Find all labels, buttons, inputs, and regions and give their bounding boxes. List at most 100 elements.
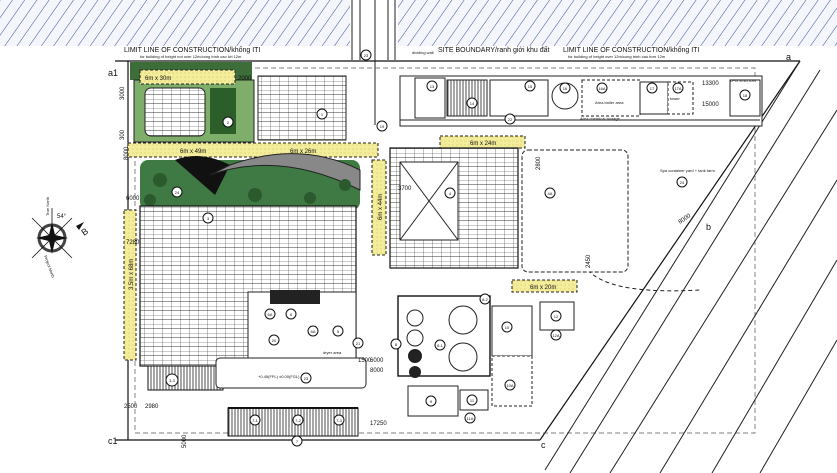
svg-text:3: 3 xyxy=(207,216,210,221)
site-boundary-label: SITE BOUNDARY/ranh giới khu đất xyxy=(438,45,550,54)
parking-strip-7 xyxy=(511,279,578,293)
svg-text:24: 24 xyxy=(175,190,180,195)
tag-16A: 16A xyxy=(596,82,608,94)
limit-note-right: for building of height over 12m/cong tri… xyxy=(568,54,666,59)
svg-text:6000: 6000 xyxy=(126,196,140,202)
limit-line-right: LIMIT LINE OF CONSTRUCTION/khống ITI xyxy=(563,45,699,54)
tag-23-top: 23 xyxy=(360,49,372,61)
svg-text:4A: 4A xyxy=(548,191,553,196)
tag-16: 16 xyxy=(559,82,571,94)
building-4A xyxy=(521,149,629,273)
tag-18: 18 xyxy=(739,89,751,101)
tag-8-2: 8-2 xyxy=(479,293,491,305)
dividing-wall-label: dividing wall xyxy=(412,50,434,55)
tag-8-1: 8-1 xyxy=(434,339,446,351)
tag-11A: 11A xyxy=(464,412,476,424)
tag-2: 2 xyxy=(222,116,234,128)
svg-text:17A: 17A xyxy=(674,86,681,91)
tag-24-yard: 24 xyxy=(676,176,688,188)
svg-text:10: 10 xyxy=(505,325,510,330)
tag-20: 20 xyxy=(268,334,280,346)
level-note: +0.45(FFL) ±0.00(FGL) xyxy=(258,374,300,379)
svg-text:8000: 8000 xyxy=(678,213,693,226)
building-1 xyxy=(257,75,347,141)
tag-4A: 4A xyxy=(544,187,556,199)
svg-text:10A: 10A xyxy=(506,383,513,388)
svg-text:7-2: 7-2 xyxy=(295,418,302,423)
parking-label-6: 3.5m x 68m xyxy=(129,259,135,290)
svg-text:2450: 2450 xyxy=(586,254,592,268)
svg-text:14: 14 xyxy=(470,101,475,106)
access-road-top xyxy=(351,0,396,125)
svg-text:2980: 2980 xyxy=(145,404,159,410)
svg-text:1500: 1500 xyxy=(358,358,372,364)
boiler-area-note: Area boiler area xyxy=(595,100,624,105)
tag-8: 8 xyxy=(390,338,402,350)
svg-text:12A: 12A xyxy=(552,333,559,338)
tag-19: 19 xyxy=(376,120,388,132)
svg-text:16: 16 xyxy=(563,86,568,91)
svg-text:11: 11 xyxy=(470,398,475,403)
parking-label-2: 6m x 49m xyxy=(180,149,206,155)
tag-6A: 6A xyxy=(264,308,276,320)
svg-text:8: 8 xyxy=(395,342,398,347)
building-15 xyxy=(489,79,549,117)
svg-text:6: 6 xyxy=(290,312,293,317)
svg-text:7280: 7280 xyxy=(126,240,140,246)
tank-8-1 xyxy=(448,305,478,335)
true-north: True North xyxy=(45,197,50,216)
external-road xyxy=(544,60,837,473)
svg-text:2000: 2000 xyxy=(238,76,252,82)
svg-text:13300: 13300 xyxy=(702,81,719,87)
parking-label-4: 6m x 24m xyxy=(470,141,496,147)
tag-9: 9 xyxy=(425,395,437,407)
tag-5A: 5A xyxy=(307,325,319,337)
tag-3-3: 3-3 xyxy=(165,373,179,387)
parking-label-5: 6m x 44m xyxy=(378,194,384,220)
project-north: Project North xyxy=(43,255,56,279)
grid-c1: c1 xyxy=(108,436,118,446)
tag-12A: 12A xyxy=(550,329,562,341)
svg-text:3-3: 3-3 xyxy=(169,378,176,383)
tag-23: 23 xyxy=(300,372,312,384)
svg-text:6000: 6000 xyxy=(370,358,384,364)
svg-text:9: 9 xyxy=(430,399,433,404)
tag-10A: 10A xyxy=(504,379,516,391)
svg-text:4: 4 xyxy=(449,191,452,196)
svg-text:12: 12 xyxy=(554,314,559,319)
tag-22: 22 xyxy=(504,113,516,125)
tag-3: 3 xyxy=(202,212,214,224)
parking-strip-5 xyxy=(371,159,387,256)
parking-label-7: 6m x 20m xyxy=(530,285,556,291)
tag-7-2: 7-2 xyxy=(292,414,304,426)
building-16A xyxy=(581,79,641,117)
grid-B: B xyxy=(79,226,90,238)
lpg-note: LPG STATION xyxy=(730,78,756,83)
tank-8-2 xyxy=(448,342,478,372)
svg-text:21: 21 xyxy=(356,341,361,346)
tag-5: 5 xyxy=(332,325,344,337)
tag-24: 24 xyxy=(171,186,183,198)
svg-text:8000: 8000 xyxy=(124,146,130,160)
svg-text:8000: 8000 xyxy=(370,368,384,374)
svg-text:7-3: 7-3 xyxy=(336,418,343,423)
tag-17A: 17A xyxy=(672,82,684,94)
parking-strip-2 xyxy=(127,142,379,158)
svg-text:23: 23 xyxy=(364,53,369,58)
svg-text:5000: 5000 xyxy=(182,434,188,448)
svg-text:300: 300 xyxy=(120,129,126,140)
tag-7: 7 xyxy=(291,435,303,447)
limit-line-left: LIMIT LINE OF CONSTRUCTION/khống ITI xyxy=(124,45,260,54)
tag-7-1: 7-1 xyxy=(249,414,261,426)
tag-11: 11 xyxy=(466,394,478,406)
tag-7-3: 7-3 xyxy=(333,414,345,426)
svg-text:16A: 16A xyxy=(598,86,605,91)
svg-text:15: 15 xyxy=(528,84,533,89)
svg-text:7-1: 7-1 xyxy=(252,418,259,423)
svg-text:5: 5 xyxy=(337,329,340,334)
svg-text:2800: 2800 xyxy=(536,156,542,170)
svg-text:5A: 5A xyxy=(311,329,316,334)
svg-text:3000: 3000 xyxy=(120,86,126,100)
parking-label-1: 6m x 30m xyxy=(145,76,171,82)
